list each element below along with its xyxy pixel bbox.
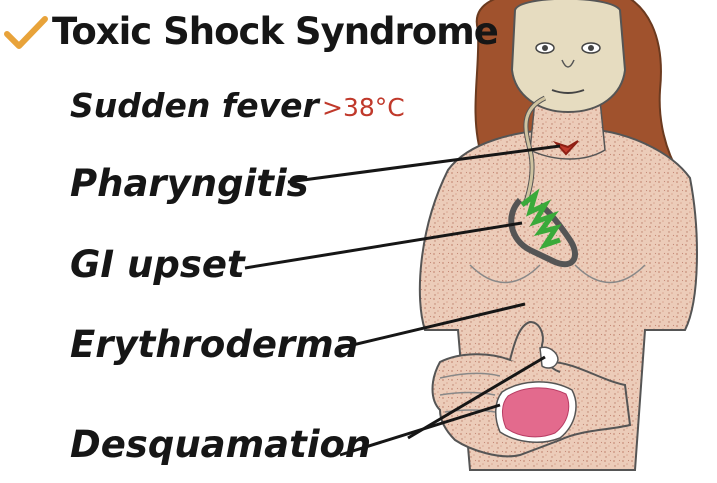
checkmark-icon bbox=[4, 16, 48, 50]
label-desquamation: Desquamation bbox=[70, 423, 371, 466]
label-gi-upset: GI upset bbox=[70, 243, 245, 286]
fever-temperature: >38°C bbox=[322, 93, 405, 122]
label-sudden-fever: Sudden fever bbox=[70, 86, 319, 125]
label-pharyngitis: Pharyngitis bbox=[70, 162, 309, 205]
label-erythroderma: Erythroderma bbox=[70, 323, 359, 366]
diagram-title: Toxic Shock Syndrome bbox=[52, 10, 498, 53]
face bbox=[512, 0, 625, 112]
